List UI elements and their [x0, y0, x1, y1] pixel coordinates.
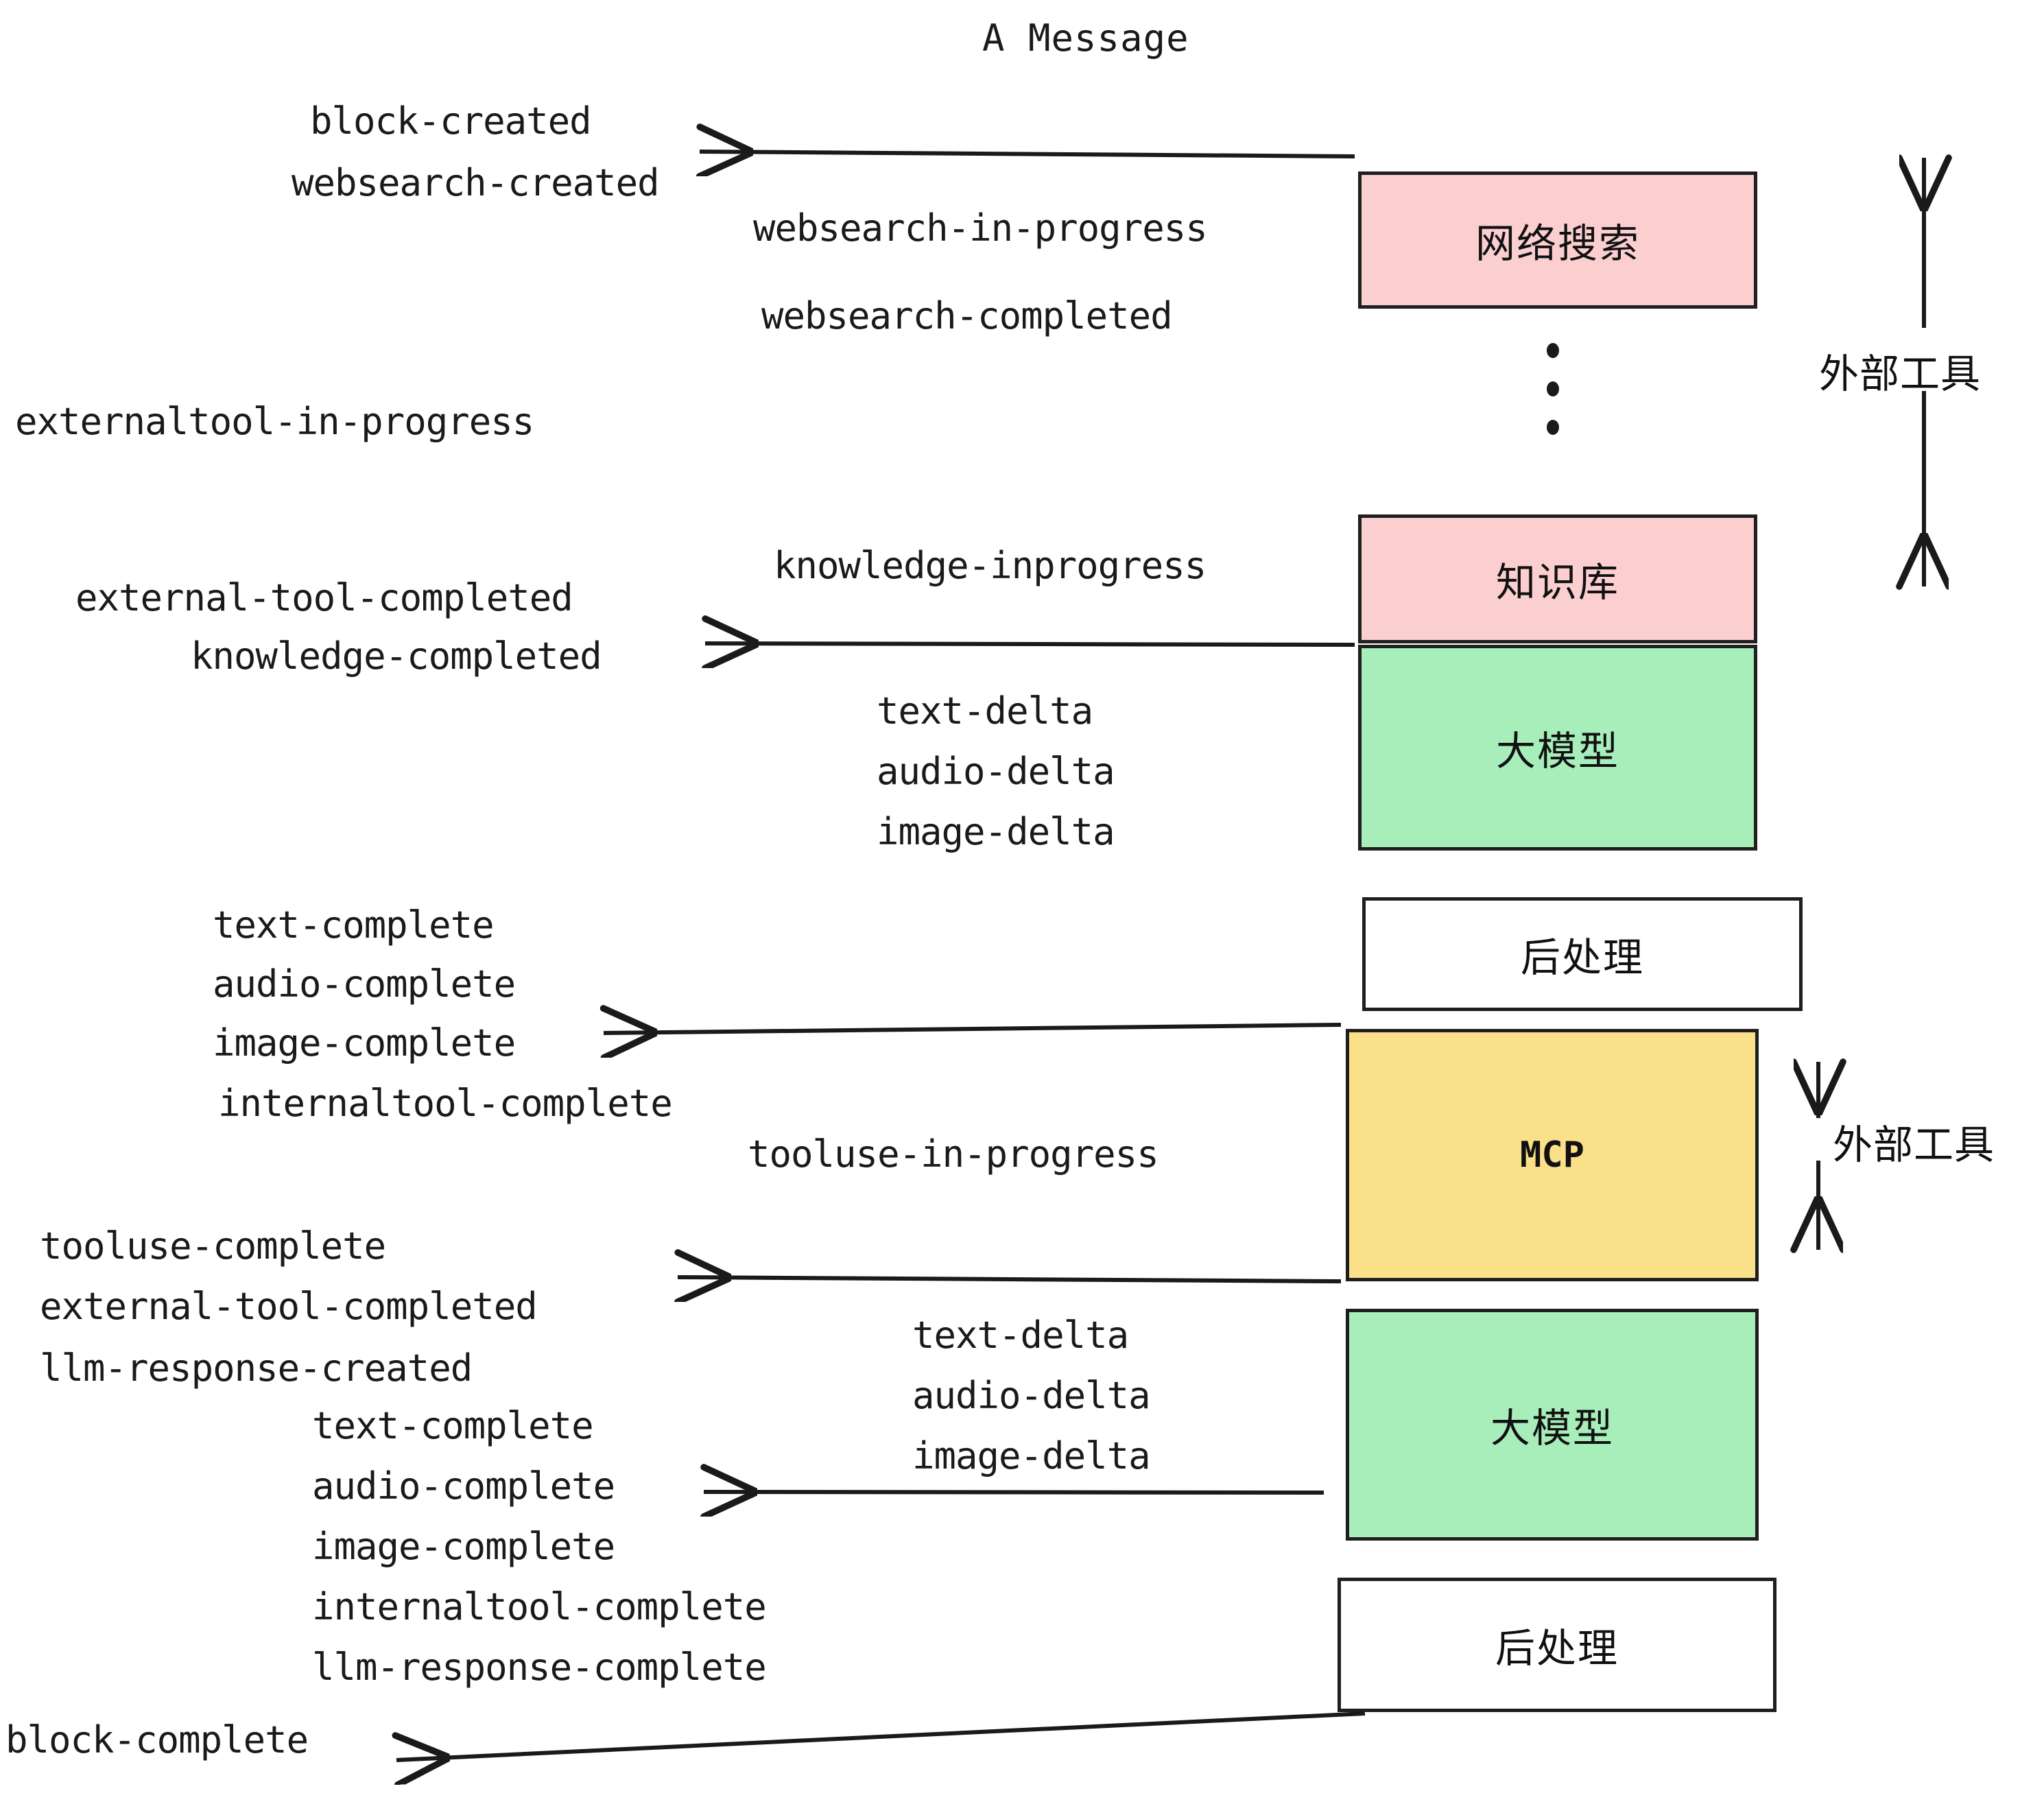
arrow-mcp-to-tooluse-complete: [678, 1277, 1342, 1281]
ellipsis-dot: [1547, 343, 1559, 358]
event-label-external-tool-completed-1: external-tool-completed: [75, 576, 573, 619]
node-llm-second[interactable]: 大模型: [1346, 1309, 1759, 1541]
ellipsis-dot: [1547, 381, 1559, 396]
event-label-image-delta-1: image-delta: [877, 810, 1115, 853]
ellipsis-dot: [1547, 420, 1559, 435]
event-label-llm-response-complete: llm-response-complete: [312, 1646, 767, 1689]
ellipsis-dots: [1547, 343, 1560, 458]
node-websearch[interactable]: 网络搜索: [1358, 171, 1757, 309]
node-postprocess-first[interactable]: 后处理: [1362, 897, 1803, 1011]
node-llm-first[interactable]: 大模型: [1358, 645, 1757, 851]
event-label-websearch-in-progress: websearch-in-progress: [753, 206, 1208, 250]
event-label-external-tool-completed-2: external-tool-completed: [40, 1285, 538, 1328]
event-label-knowledge-inprogress: knowledge-inprogress: [774, 544, 1207, 587]
event-label-image-complete-1: image-complete: [213, 1021, 516, 1065]
event-label-block-created: block-created: [310, 99, 592, 143]
event-label-image-delta-2: image-delta: [912, 1434, 1151, 1477]
event-label-knowledge-completed: knowledge-completed: [191, 634, 602, 678]
event-label-tooluse-complete: tooluse-complete: [40, 1224, 386, 1268]
side-label-external-tool-top: 外部工具: [1819, 351, 1982, 397]
event-label-audio-delta-2: audio-delta: [912, 1374, 1151, 1417]
event-label-internaltool-complete-1: internaltool-complete: [218, 1082, 673, 1125]
event-label-tooluse-in-progress: tooluse-in-progress: [748, 1132, 1159, 1176]
diagram-title: A Message: [982, 16, 1189, 60]
node-postprocess-second[interactable]: 后处理: [1338, 1578, 1776, 1712]
node-mcp[interactable]: MCP: [1346, 1029, 1759, 1281]
event-label-text-delta-1: text-delta: [877, 689, 1093, 733]
arrow-mcp-to-image-complete: [604, 1025, 1342, 1033]
arrow-llm-to-knowledge-completed: [705, 643, 1355, 645]
arrow-websearch-to-block-created: [700, 152, 1355, 156]
event-label-audio-complete-1: audio-complete: [213, 962, 516, 1006]
side-label-external-tool-bottom: 外部工具: [1833, 1121, 1995, 1168]
event-label-image-complete-2: image-complete: [312, 1525, 615, 1568]
event-label-websearch-created: websearch-created: [292, 161, 660, 204]
event-label-text-complete-2: text-complete: [312, 1404, 594, 1447]
event-label-audio-complete-2: audio-complete: [312, 1464, 615, 1508]
event-label-llm-response-created: llm-response-created: [40, 1346, 473, 1390]
arrow-postprocess-to-block-complete: [396, 1711, 1366, 1760]
event-label-websearch-completed: websearch-completed: [761, 294, 1173, 337]
node-knowledge[interactable]: 知识库: [1358, 514, 1757, 643]
arrow-llm2-to-audio-complete: [704, 1492, 1324, 1493]
event-label-internaltool-complete-2: internaltool-complete: [312, 1585, 767, 1628]
event-label-text-delta-2: text-delta: [912, 1314, 1129, 1357]
event-label-text-complete-1: text-complete: [213, 903, 495, 947]
event-label-block-complete: block-complete: [5, 1718, 309, 1761]
event-label-externaltool-in-progress: externaltool-in-progress: [15, 400, 534, 443]
event-label-audio-delta-1: audio-delta: [877, 750, 1115, 793]
